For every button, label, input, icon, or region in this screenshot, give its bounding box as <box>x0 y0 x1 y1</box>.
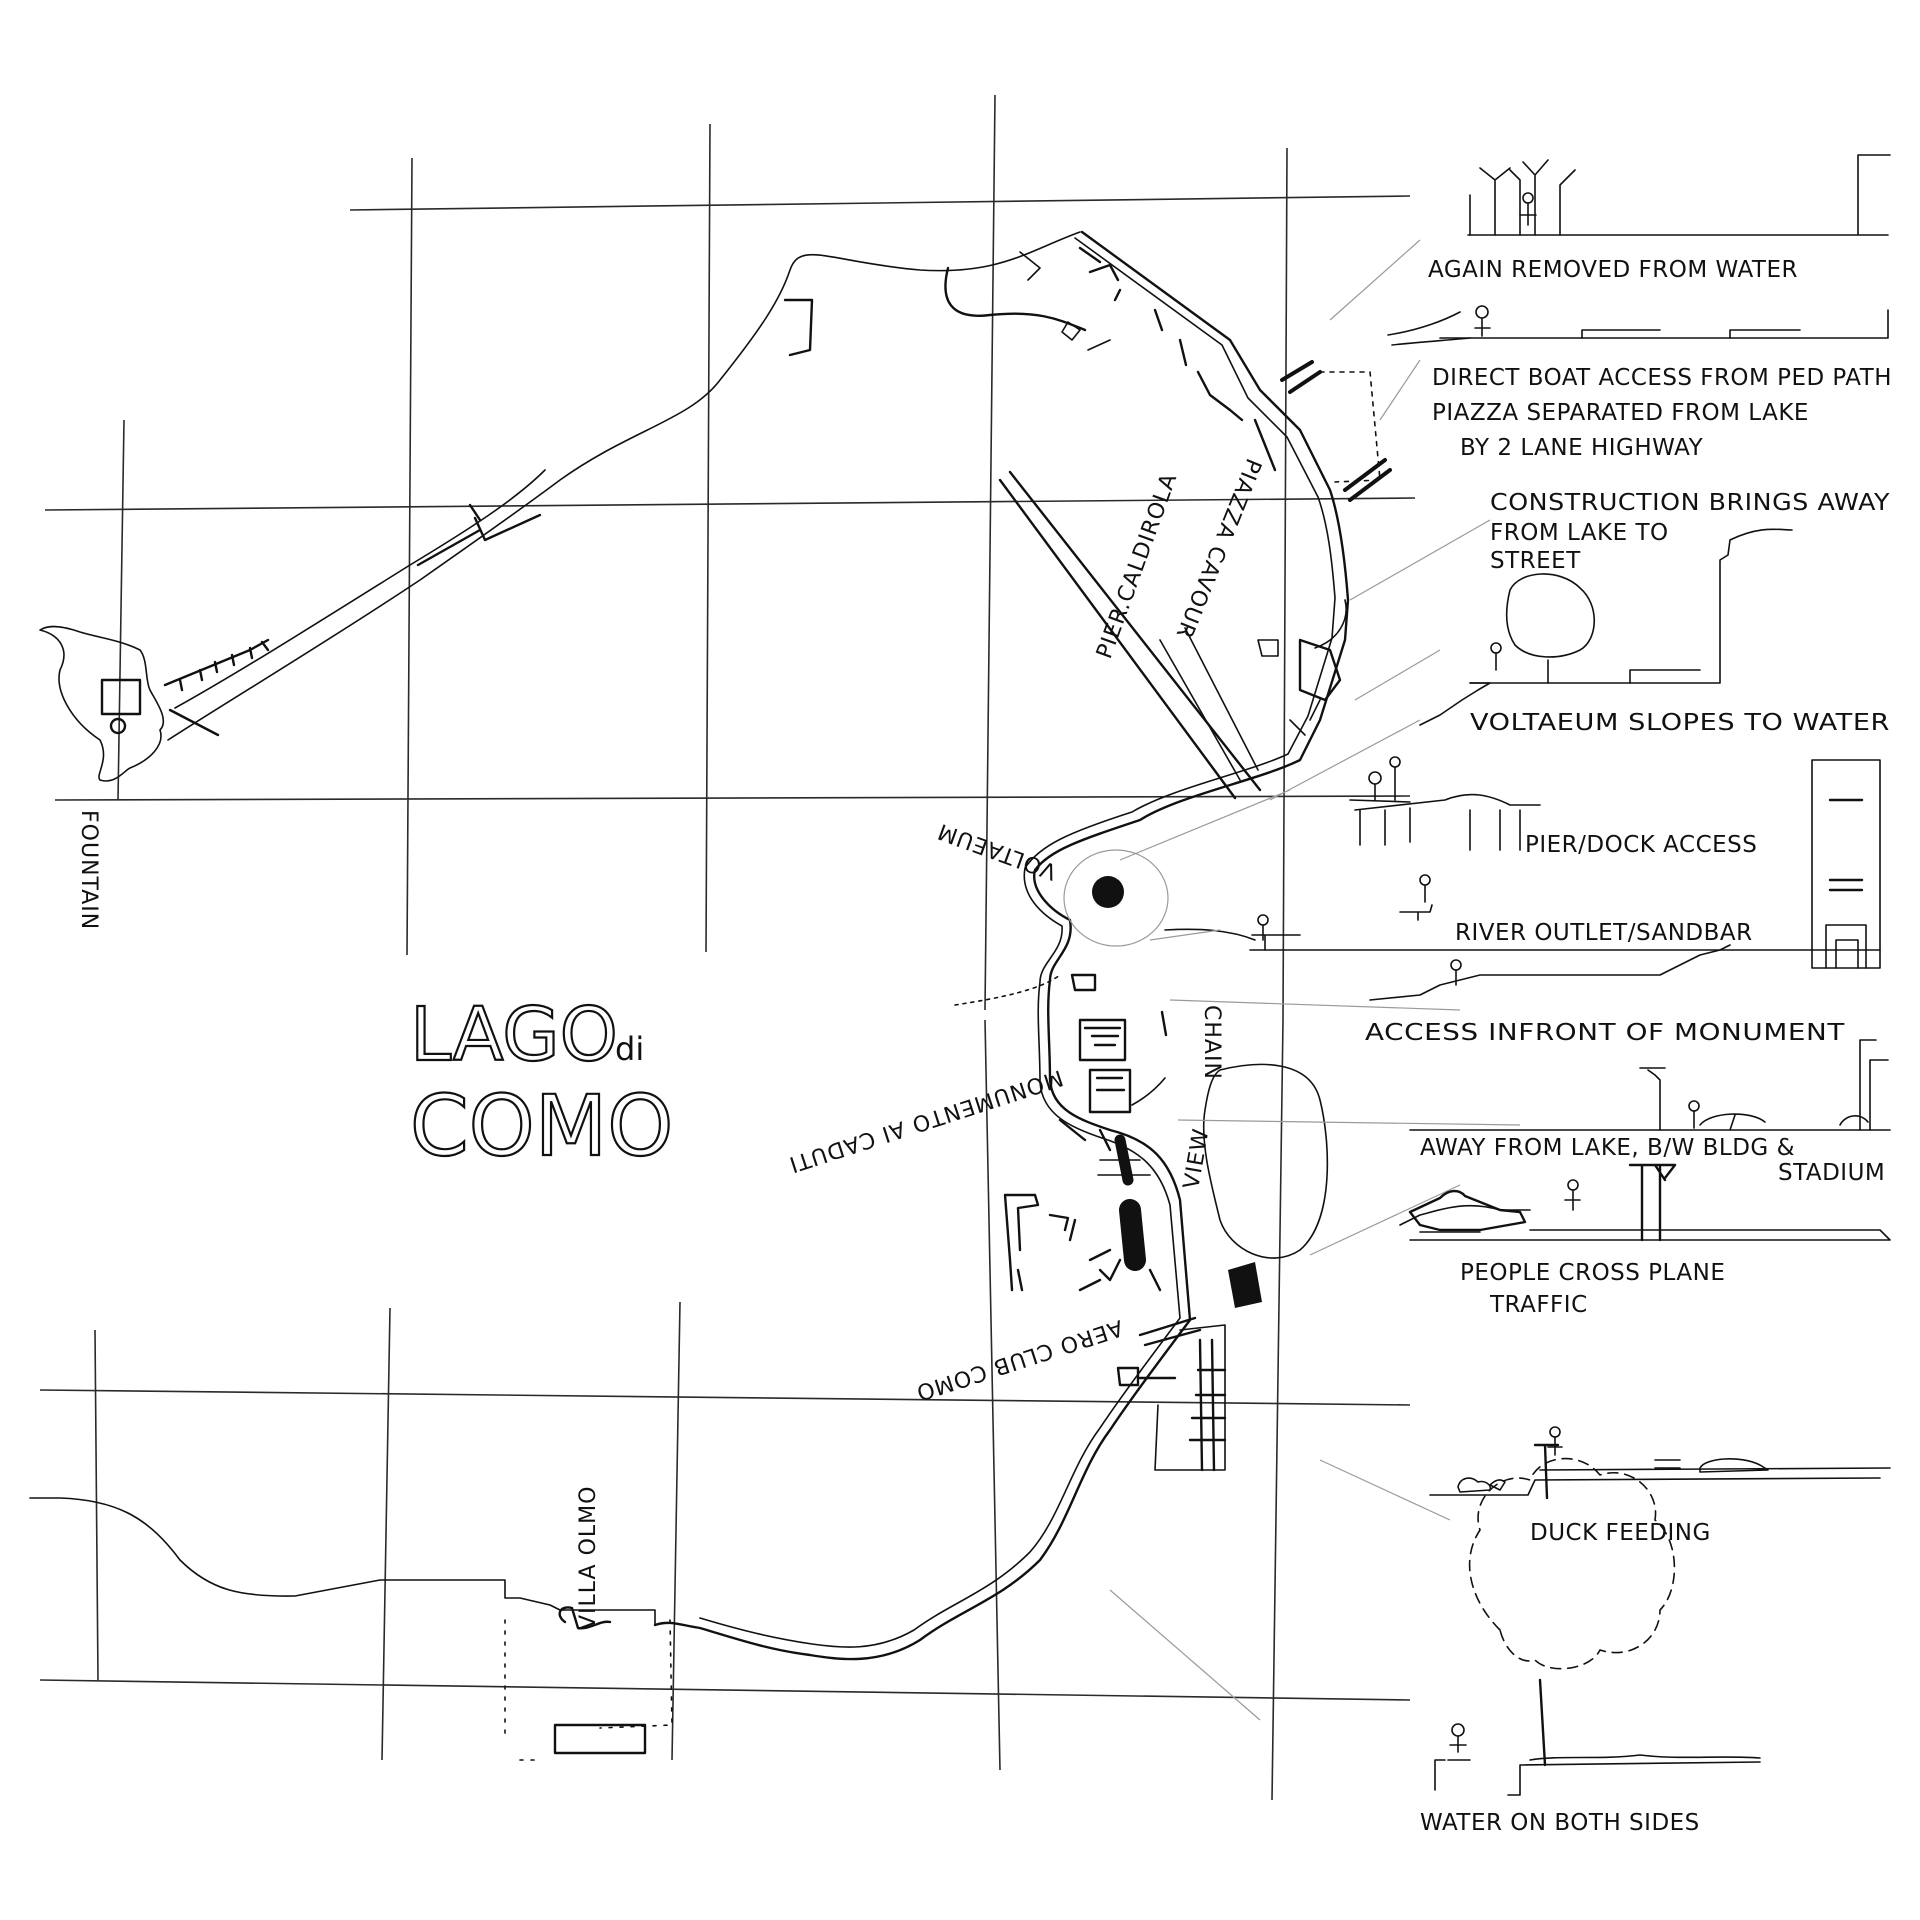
label-fountain: FOUNTAIN <box>76 810 101 930</box>
note-construction: CONSTRUCTION BRINGS AWAY <box>1490 490 1890 516</box>
note-away-from-lake: AWAY FROM LAKE, B/W BLDG & <box>1420 1135 1795 1161</box>
note-voltaeum-slopes: VOLTAEUM SLOPES TO WATER <box>1470 710 1890 736</box>
piazza-cavour-area <box>944 246 1392 800</box>
note-traffic: TRAFFIC <box>1489 1292 1588 1318</box>
note-duck-feeding: DUCK FEEDING <box>1530 1520 1711 1546</box>
west-piers <box>163 298 814 737</box>
title-como: COMO <box>410 1077 673 1175</box>
annotations: AGAIN REMOVED FROM WATER DIRECT BOAT ACC… <box>1365 257 1892 1836</box>
label-villa-olmo: VILLA OLMO <box>576 1486 601 1630</box>
shoreline <box>29 230 1350 1661</box>
label-monumento: MONUMENTO AI CADUTI <box>785 1064 1066 1176</box>
note-two-lane: BY 2 LANE HIGHWAY <box>1460 435 1704 461</box>
note-access-monument: ACCESS INFRONT OF MONUMENT <box>1365 1020 1846 1046</box>
title-di: di <box>615 1030 644 1068</box>
note-from-lake: FROM LAKE TO <box>1490 520 1669 546</box>
label-piazza-cavour: PIAZZA CAVOUR <box>1170 455 1265 643</box>
villa-olmo-area <box>504 1606 673 1761</box>
label-aero-club: AERO CLUB COMO <box>912 1314 1125 1405</box>
section-sketches <box>1249 154 1891 1796</box>
note-direct-boat: DIRECT BOAT ACCESS FROM PED PATH <box>1432 365 1892 391</box>
label-view: VIEW <box>1179 1126 1214 1191</box>
label-chain: CHAIN <box>1199 1005 1224 1080</box>
fountain-peninsula <box>39 625 165 782</box>
note-piazza-separated: PIAZZA SEPARATED FROM LAKE <box>1432 400 1809 426</box>
monument-area <box>954 849 1329 1308</box>
map-title: LAGO di COMO <box>409 991 675 1176</box>
map-grid <box>39 94 1416 1801</box>
leader-lines <box>1109 239 1521 1721</box>
note-river-outlet: RIVER OUTLET/SANDBAR <box>1455 920 1753 946</box>
aero-club-area <box>1116 1316 1227 1472</box>
title-lago: LAGO <box>410 992 618 1078</box>
note-water-both-sides: WATER ON BOTH SIDES <box>1420 1810 1700 1836</box>
note-street: STREET <box>1490 548 1581 574</box>
note-people-cross: PEOPLE CROSS PLANE <box>1460 1260 1725 1286</box>
note-again-removed: AGAIN REMOVED FROM WATER <box>1428 257 1798 283</box>
note-pier-dock: PIER/DOCK ACCESS <box>1525 832 1757 858</box>
note-stadium: STADIUM <box>1778 1160 1885 1186</box>
